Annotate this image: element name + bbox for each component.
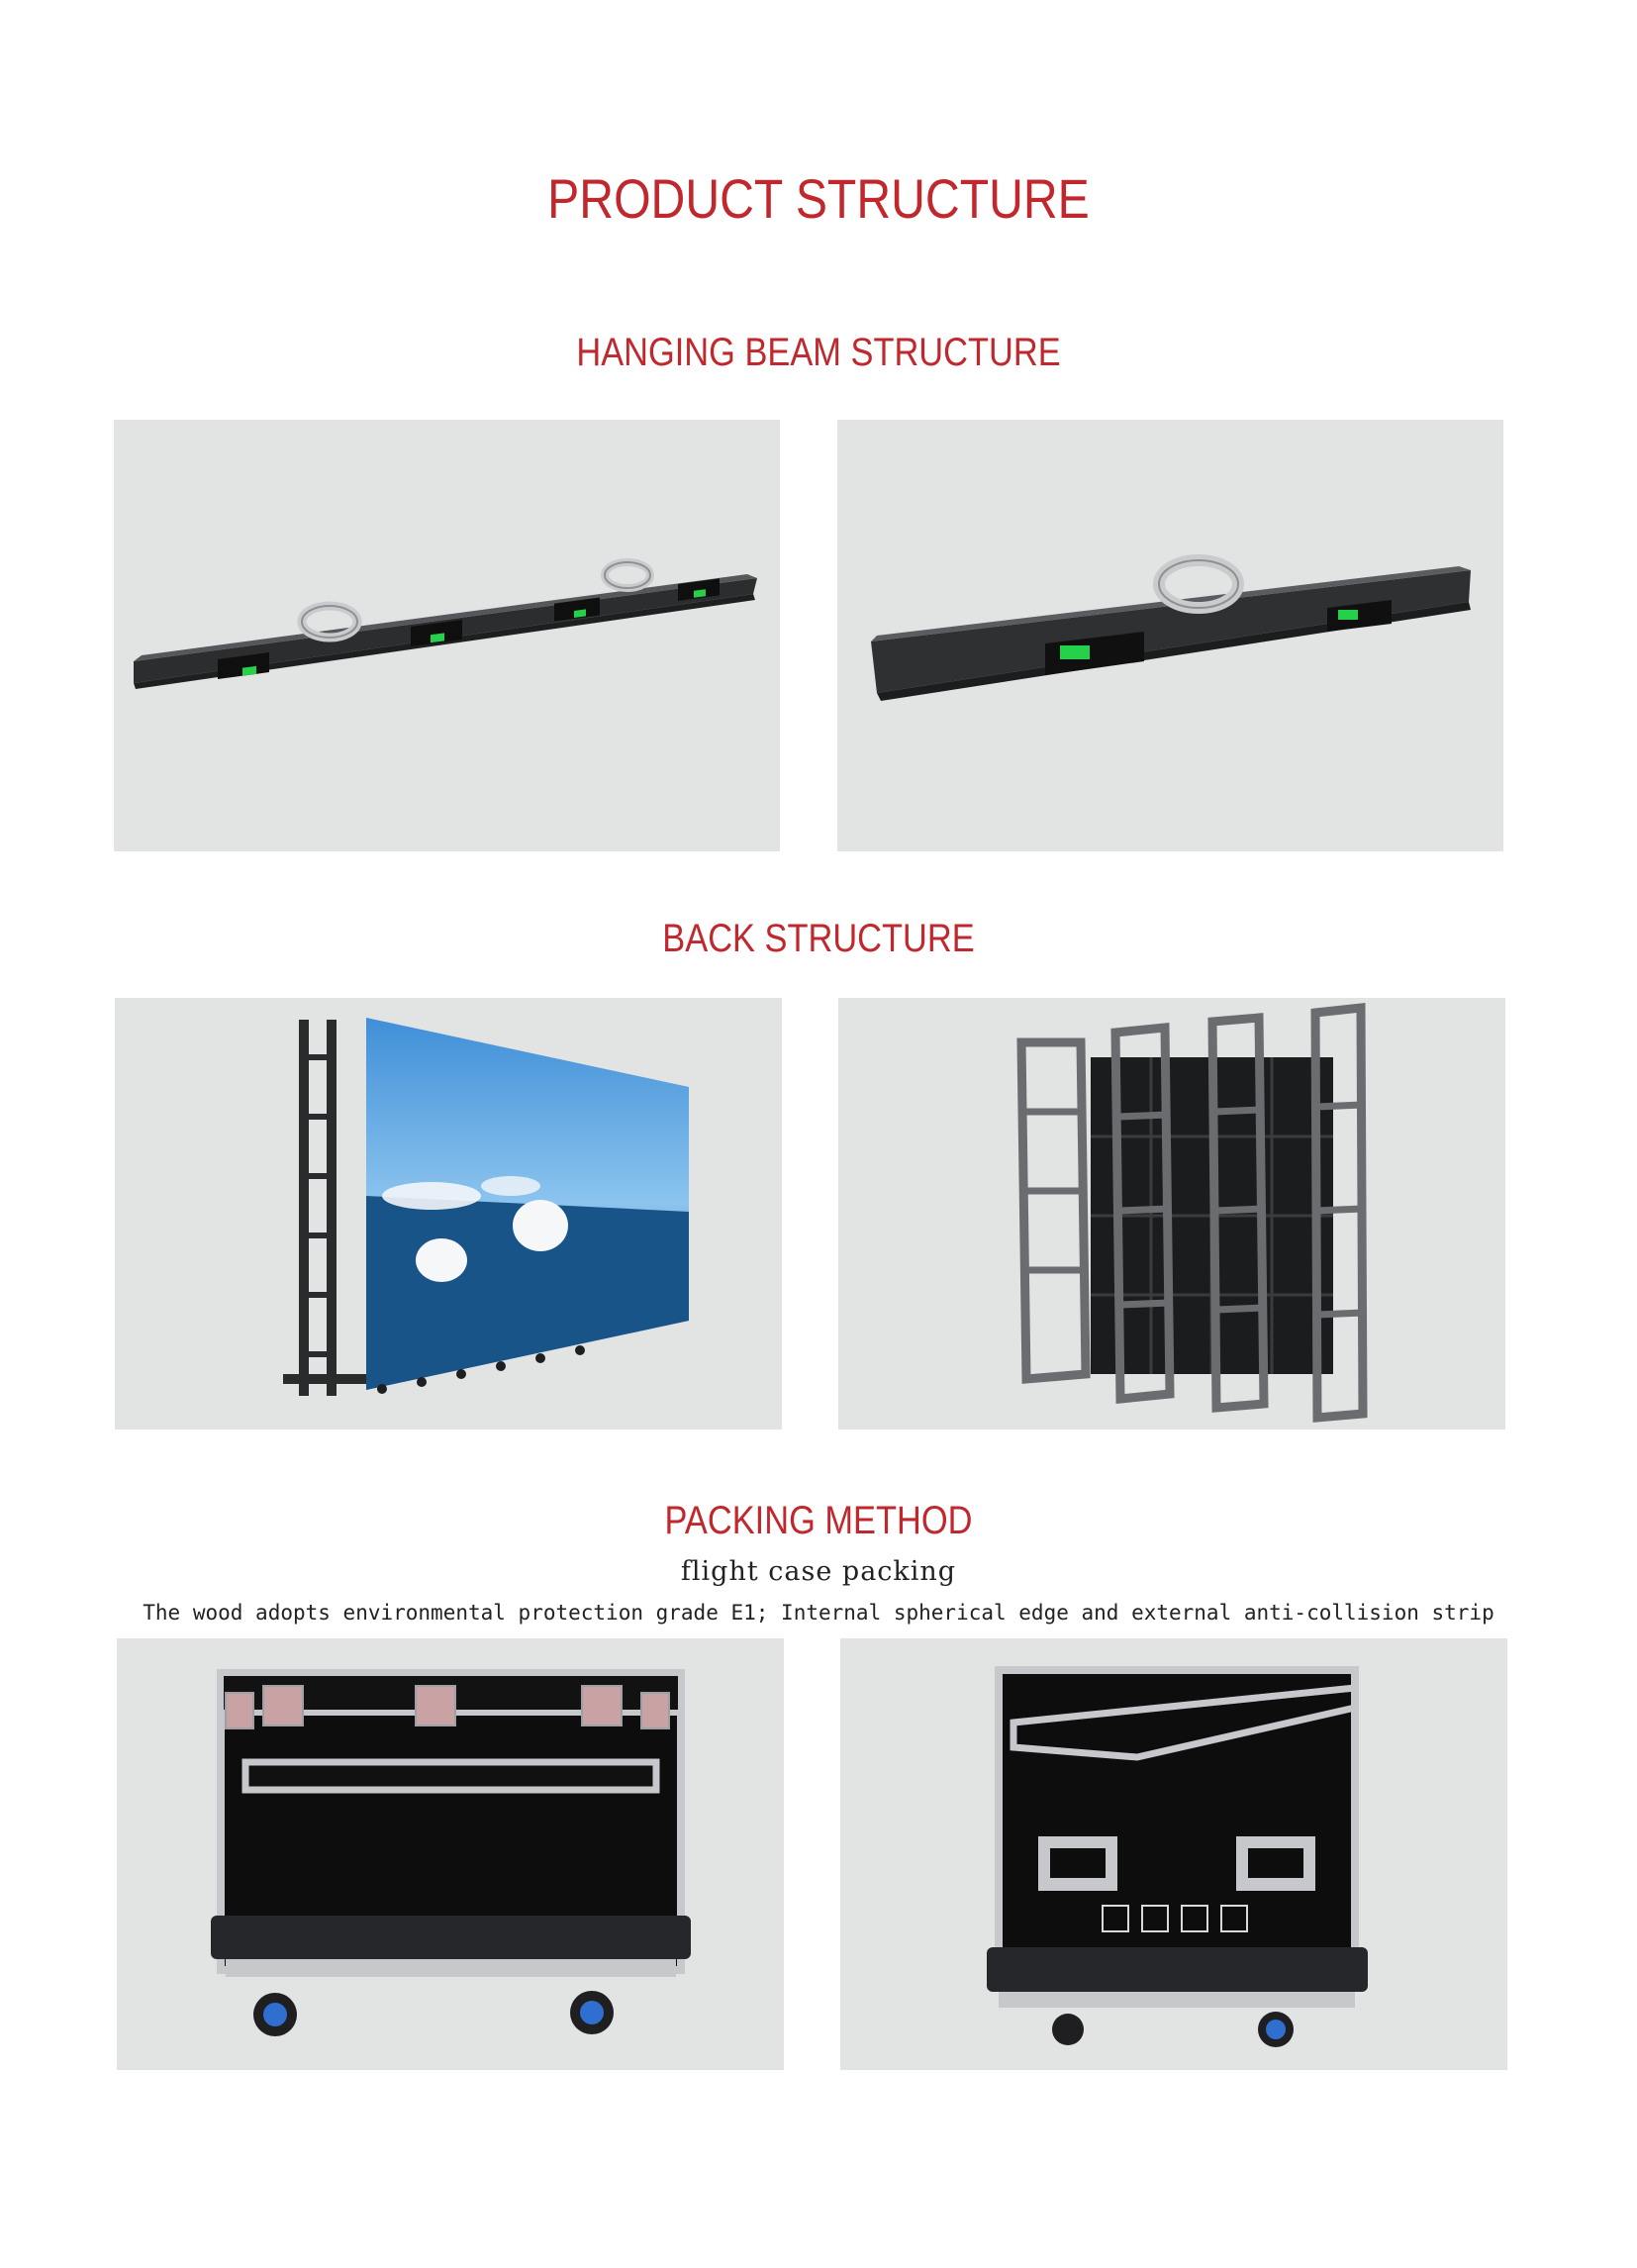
section-title-back-structure: BACK STRUCTURE (662, 917, 975, 960)
image-flight-case-closed (840, 1638, 1507, 2070)
image-hanging-beam-short (837, 420, 1503, 851)
page-title: PRODUCT STRUCTURE (547, 167, 1090, 230)
packing-subtitle: flight case packing (680, 1556, 957, 1587)
packing-description: The wood adopts environmental protection… (143, 1601, 1494, 1625)
image-back-frames-cabinets (838, 998, 1505, 1430)
image-flight-case-open (117, 1638, 784, 2070)
section-title-packing-method: PACKING METHOD (664, 1499, 973, 1542)
image-led-screen-with-frame (115, 998, 782, 1430)
section-title-hanging-beam: HANGING BEAM STRUCTURE (576, 331, 1061, 374)
image-hanging-beam-long (114, 420, 780, 851)
